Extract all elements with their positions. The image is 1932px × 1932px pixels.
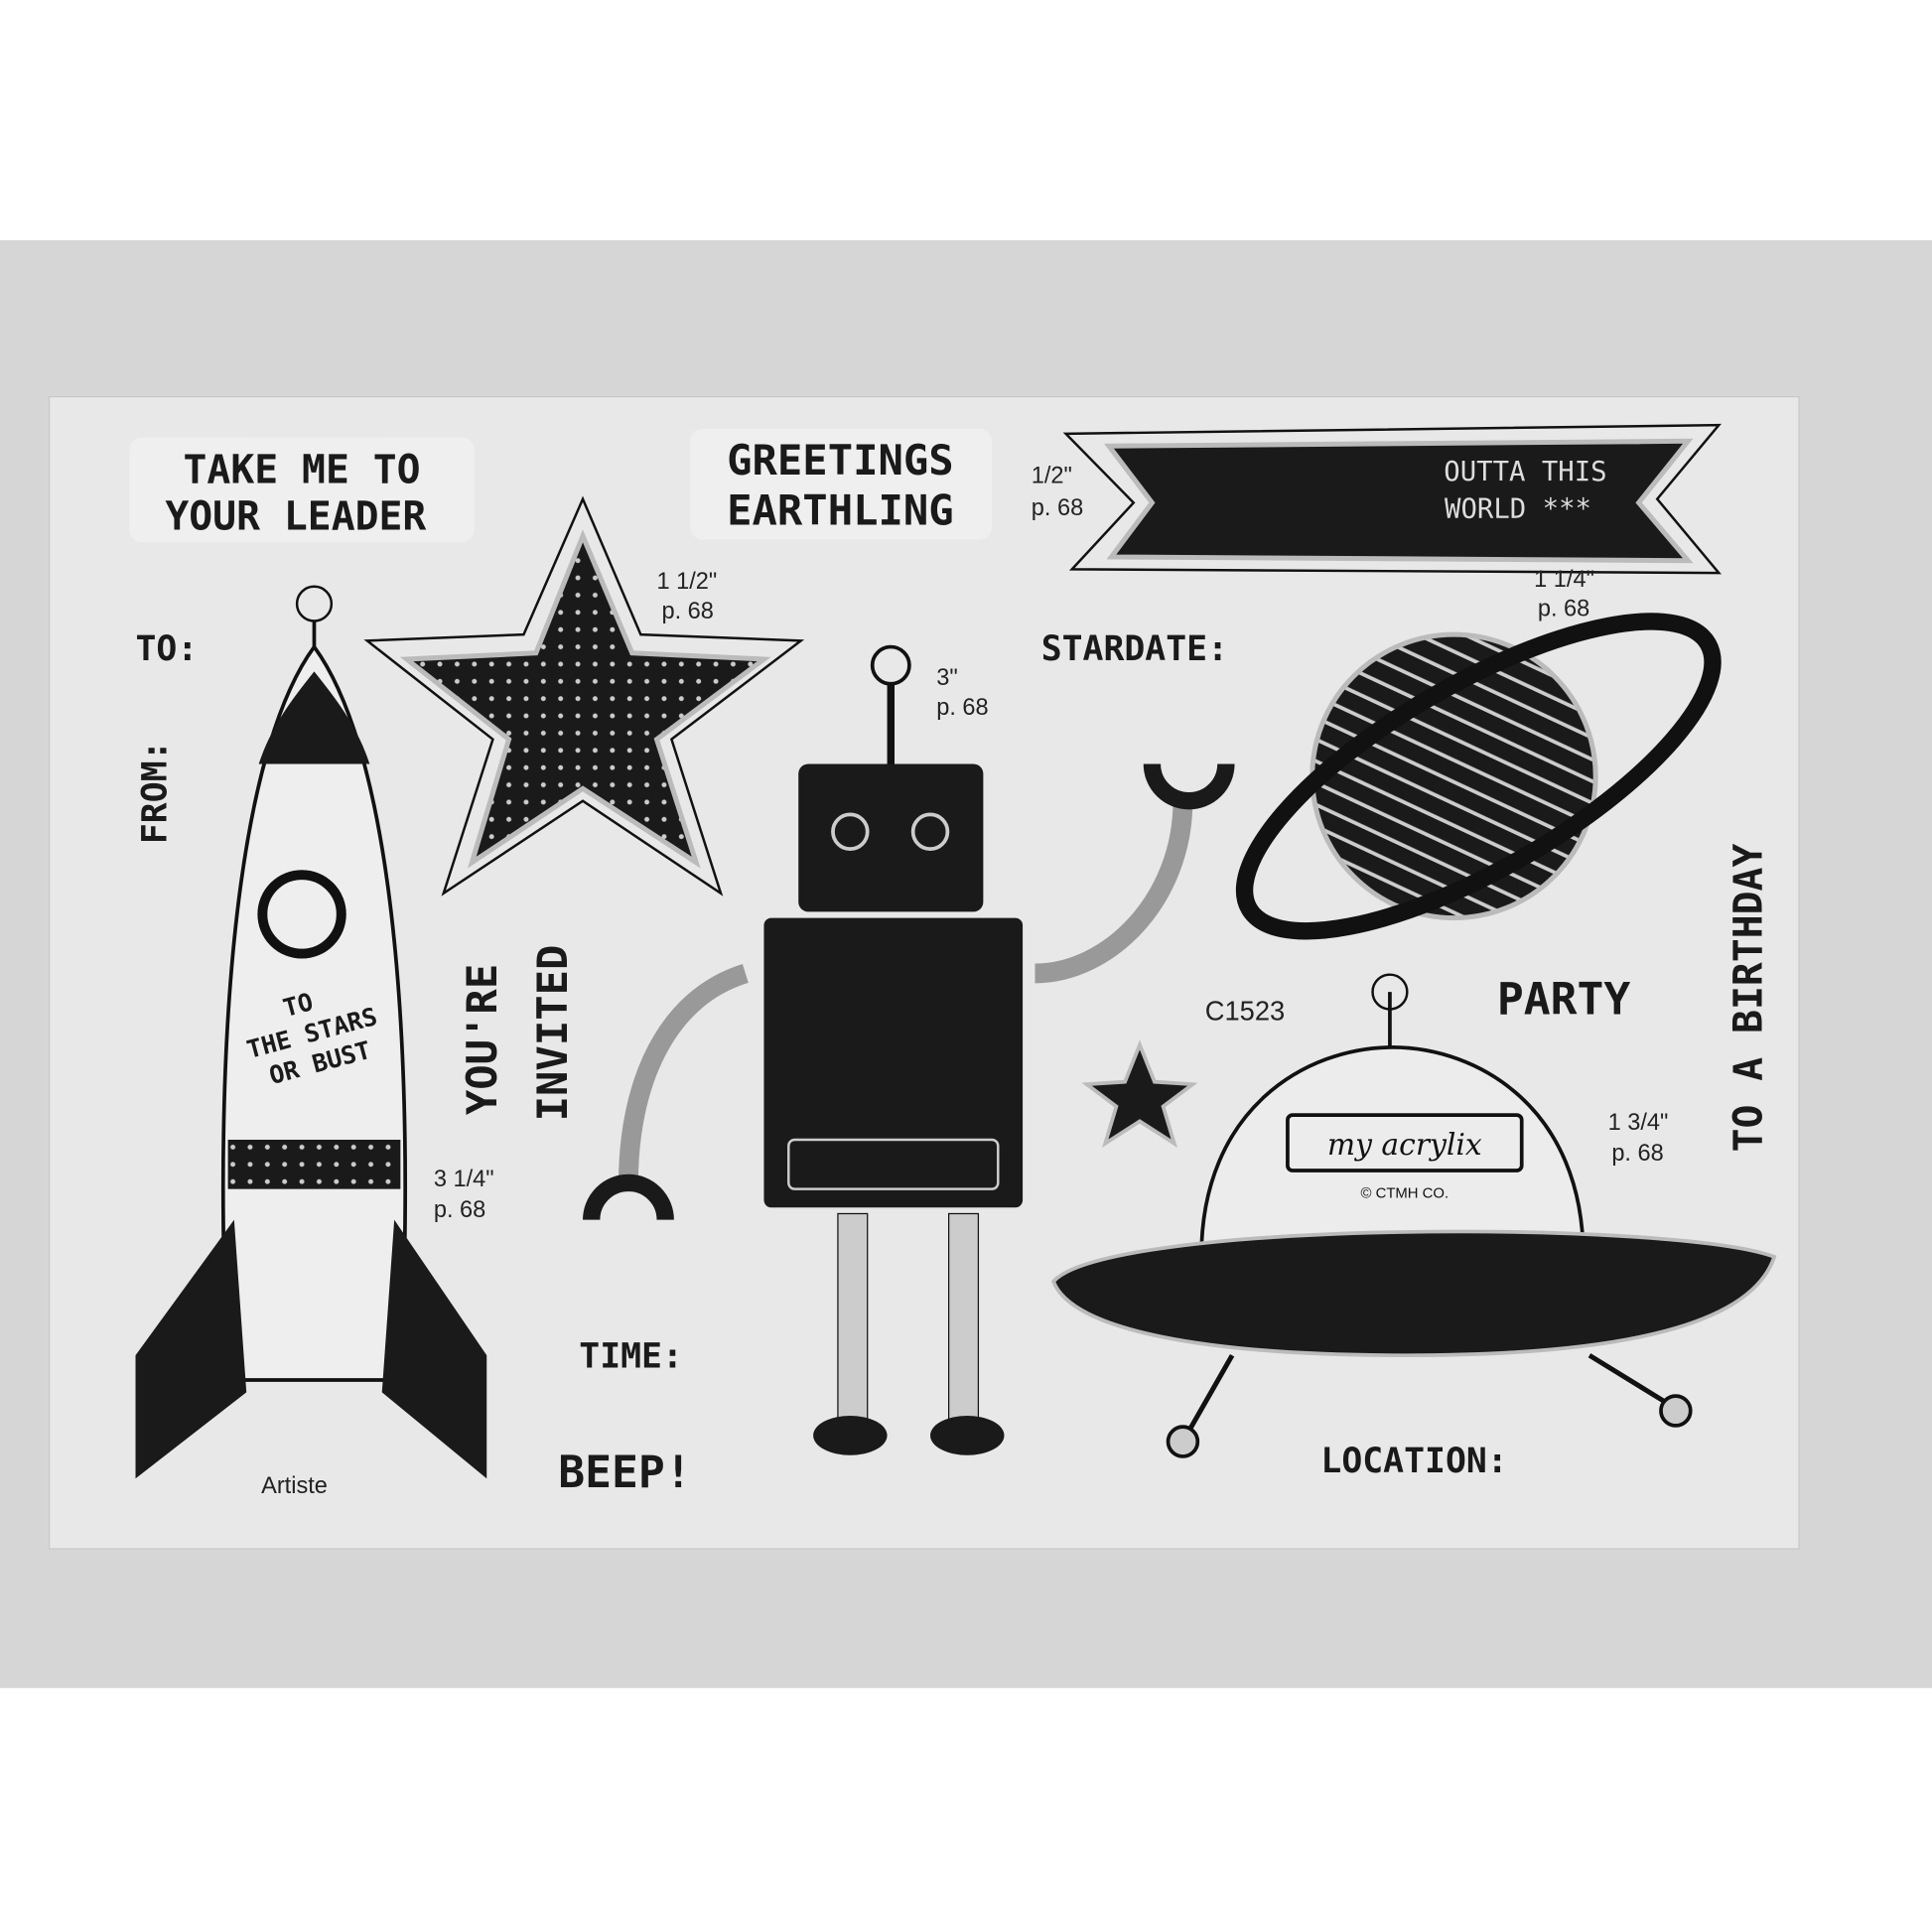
svg-text:p. 68: p. 68 — [1538, 596, 1589, 621]
youre-invited-stamp-line2: INVITED — [528, 945, 577, 1122]
size-labels: 1/2" p. 68 1 1/2" p. 68 1 1/4" p. 68 3" p. 6… — [434, 463, 1669, 1223]
svg-text:p. 68: p. 68 — [1611, 1140, 1663, 1166]
planet-stamp — [1235, 613, 1722, 940]
stardate-stamp: STARDATE: — [1041, 629, 1228, 669]
svg-text:p. 68: p. 68 — [434, 1196, 485, 1222]
svg-text:OUTTA THIS: OUTTA THIS — [1444, 457, 1606, 487]
svg-text:p. 68: p. 68 — [936, 694, 988, 720]
svg-text:3 1/4": 3 1/4" — [434, 1166, 494, 1191]
svg-text:p. 68: p. 68 — [661, 598, 713, 623]
svg-text:TAKE ME TO: TAKE ME TO — [184, 448, 421, 493]
outta-this-world-banner-stamp: OUTTA THIS WORLD *** — [1062, 423, 1722, 575]
svg-text:1 1/4": 1 1/4" — [1534, 566, 1594, 592]
svg-text:GREETINGS: GREETINGS — [727, 436, 954, 484]
artiste-label: Artiste — [261, 1472, 328, 1498]
youre-invited-stamp: YOU'RE — [458, 964, 506, 1115]
svg-text:1/2": 1/2" — [1032, 463, 1072, 488]
svg-text:3": 3" — [936, 664, 957, 690]
to-stamp: TO: — [136, 629, 199, 669]
star-stamp — [363, 495, 805, 897]
product-code: C1523 — [1205, 996, 1285, 1027]
svg-text:EARTHLING: EARTHLING — [727, 486, 954, 535]
svg-text:WORLD ***: WORLD *** — [1445, 493, 1591, 524]
party-stamp: PARTY — [1497, 973, 1631, 1025]
svg-text:1 1/2": 1 1/2" — [656, 568, 717, 594]
greetings-earthling-stamp: GREETINGS EARTHLING — [690, 428, 993, 540]
svg-text:1 3/4": 1 3/4" — [1608, 1109, 1669, 1135]
my-acrylix-logo: my acrylix — [1327, 1128, 1482, 1163]
robot-stamp — [583, 644, 1235, 1455]
ufo-stamp: my acrylix © CTMH CO. — [1050, 973, 1777, 1458]
beep-stamp: BEEP! — [558, 1447, 691, 1498]
rocket-stamp: TO THE STARS OR BUST — [135, 585, 487, 1479]
small-star-stamp — [1081, 1039, 1198, 1149]
to-a-birthday-stamp: TO A BIRTHDAY — [1726, 844, 1772, 1153]
svg-text:YOUR LEADER: YOUR LEADER — [165, 494, 426, 540]
svg-text:p. 68: p. 68 — [1032, 494, 1083, 520]
copyright-text: © CTMH CO. — [1361, 1185, 1449, 1201]
take-me-to-your-leader-stamp: TAKE ME TO YOUR LEADER — [129, 437, 475, 543]
time-stamp: TIME: — [579, 1337, 683, 1377]
from-stamp: FROM: — [136, 741, 176, 845]
location-stamp: LOCATION: — [1320, 1442, 1507, 1481]
